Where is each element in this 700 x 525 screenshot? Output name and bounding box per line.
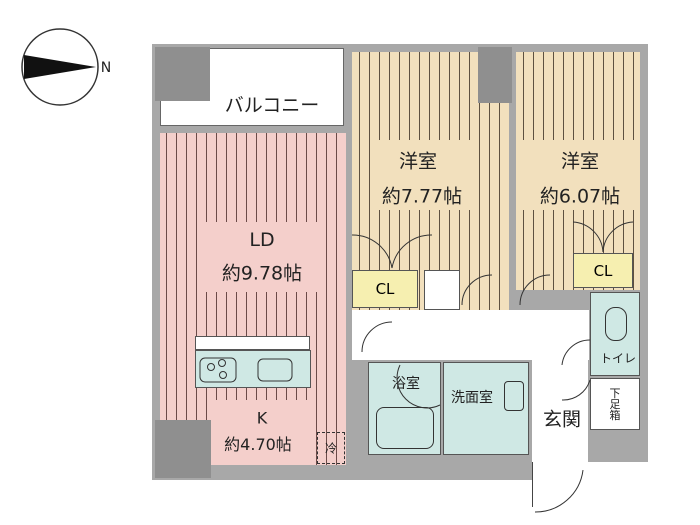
pillar bbox=[155, 47, 210, 101]
shoe-box bbox=[590, 378, 640, 430]
toilet-label: トイレ bbox=[599, 351, 637, 366]
kitchen-size: 約4.70帖 bbox=[224, 435, 292, 454]
stove-icon bbox=[199, 357, 293, 383]
entrance-label: 玄関 bbox=[542, 408, 582, 431]
shoe-box-label: 下足箱 bbox=[608, 387, 621, 421]
counter-top bbox=[195, 336, 310, 350]
washroom-label: 洗面室 bbox=[451, 390, 493, 406]
washbasin-icon bbox=[504, 381, 524, 411]
balcony-label: バルコニー bbox=[224, 94, 320, 117]
kitchen-name: K bbox=[256, 408, 268, 428]
kitchen-counter bbox=[195, 350, 311, 388]
western-room-1-name: 洋室 bbox=[398, 150, 438, 173]
closet-1: CL bbox=[352, 270, 418, 308]
closet-2-label: CL bbox=[593, 261, 613, 280]
compass-arrow-icon bbox=[21, 28, 99, 106]
fridge-label: 冷 bbox=[324, 441, 338, 456]
ld-label-bg bbox=[198, 222, 326, 292]
ld-size: 約9.78帖 bbox=[221, 262, 303, 285]
bathroom bbox=[368, 362, 441, 455]
compass bbox=[20, 27, 100, 107]
kitchen-area bbox=[212, 400, 310, 465]
compass-north-label: N bbox=[100, 60, 112, 76]
western-room-1-size: 約7.77帖 bbox=[381, 185, 463, 208]
fridge-space bbox=[317, 432, 345, 464]
hallway bbox=[352, 310, 589, 360]
washroom bbox=[443, 362, 529, 455]
entrance-step bbox=[532, 462, 583, 507]
western-room-1-label-bg bbox=[370, 140, 470, 210]
ld-name: LD bbox=[249, 229, 275, 251]
pillar bbox=[478, 47, 512, 103]
bathtub-icon bbox=[376, 407, 434, 449]
western-room-2-size: 約6.07帖 bbox=[539, 185, 621, 208]
toilet-icon bbox=[605, 307, 627, 341]
closet-1-label: CL bbox=[375, 280, 395, 298]
pillar bbox=[155, 420, 211, 478]
entrance bbox=[532, 360, 588, 462]
closet-2: CL bbox=[573, 253, 633, 288]
hallway-storage bbox=[424, 270, 460, 310]
western-room-2-label-bg bbox=[522, 140, 638, 210]
toilet-room bbox=[590, 292, 640, 376]
western-room-2-name: 洋室 bbox=[560, 150, 600, 173]
balcony bbox=[160, 48, 344, 126]
